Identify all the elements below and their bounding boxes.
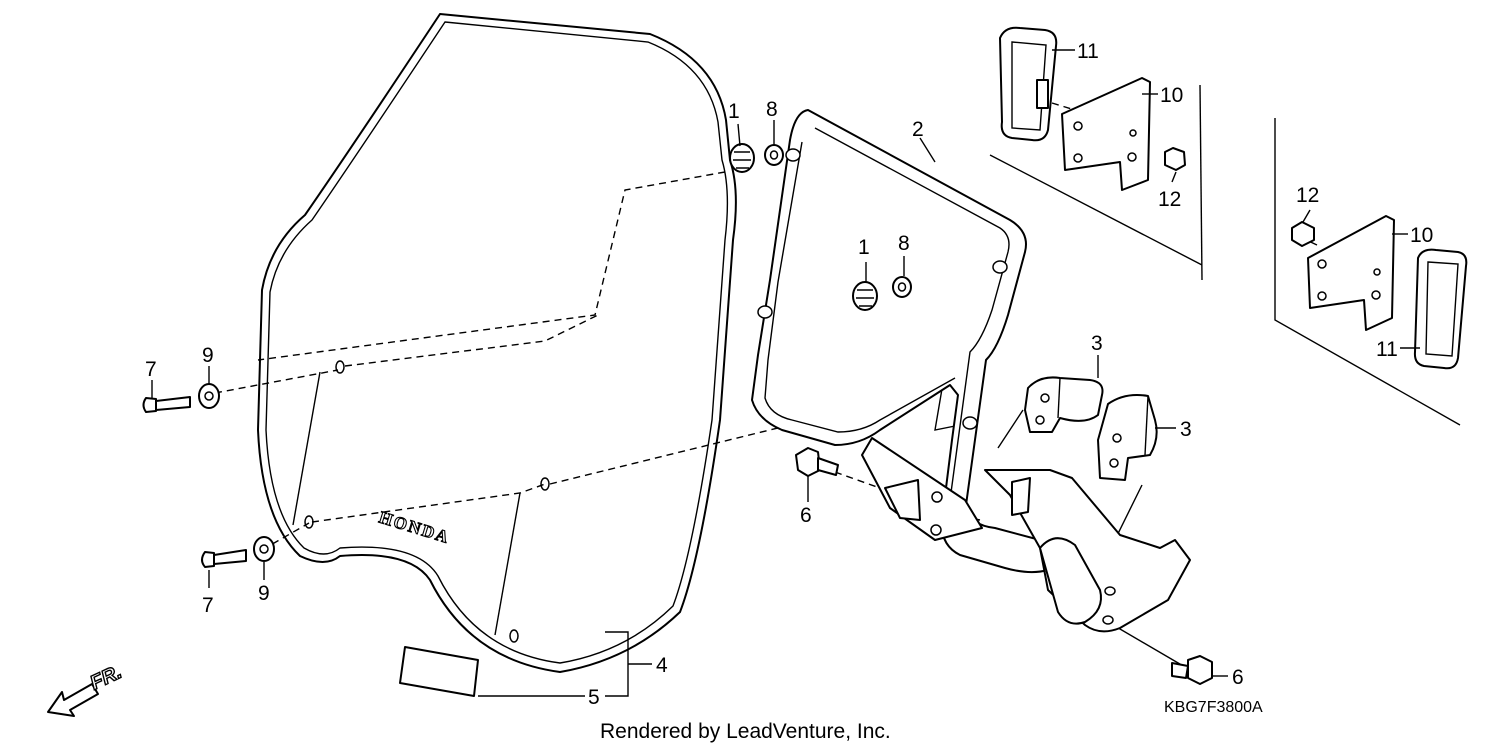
grommet-lower — [852, 281, 878, 311]
bracket-hole-2 — [930, 524, 942, 536]
front-direction-indicator: FR. — [47, 660, 126, 717]
reflector-bracket-upper-hole-1 — [1073, 121, 1083, 131]
washer-upper — [198, 383, 220, 409]
callout-8-lower: 8 — [898, 232, 910, 255]
clamp-upper-hole-2 — [1035, 415, 1045, 425]
bracket-hole-1 — [931, 491, 943, 503]
reflector-bracket-upper-hole-2 — [1129, 129, 1137, 137]
clamp-lower — [1097, 394, 1158, 481]
reflector-assembly-upper — [989, 26, 1203, 281]
warning-label — [399, 646, 479, 697]
footer-credit: Rendered by LeadVenture, Inc. — [600, 720, 891, 743]
clamp-upper — [1024, 376, 1104, 433]
reflector-bracket-lower-hole-1 — [1317, 259, 1327, 269]
screen-hole-upper-left — [335, 360, 345, 374]
callout-6-lower: 6 — [1232, 666, 1244, 689]
lower-bracket — [984, 469, 1191, 633]
callout-8-upper: 8 — [766, 98, 778, 121]
reflector-bracket-lower-hole-4 — [1317, 291, 1327, 301]
screen-hole-middle — [540, 477, 550, 491]
callout-9-lower: 9 — [258, 582, 270, 605]
screw-lower — [201, 549, 247, 568]
callout-5: 5 — [588, 686, 600, 709]
callout-6-upper: 6 — [800, 504, 812, 527]
collar-lower — [892, 276, 912, 298]
leader-lines — [151, 49, 1420, 697]
lower-bracket-hole-2 — [1102, 615, 1114, 625]
callout-12-upper: 12 — [1158, 188, 1181, 211]
collar-upper — [764, 144, 784, 166]
screen-hole-lower-left — [304, 515, 314, 529]
reflector-bracket-lower-hole-3 — [1371, 290, 1381, 300]
frame-hole-left — [757, 305, 773, 319]
mount-frame — [751, 109, 1061, 574]
frame-hole-top — [785, 148, 801, 162]
screen-hole-bottom — [509, 629, 519, 643]
reflector-bracket-upper-hole-3 — [1127, 152, 1137, 162]
frame-hole-right — [992, 260, 1008, 274]
clamp-upper-hole-1 — [1040, 393, 1050, 403]
clamp-lower-hole-1 — [1112, 433, 1122, 443]
reflector-bracket-upper-hole-4 — [1073, 153, 1083, 163]
callout-2: 2 — [912, 118, 924, 141]
grommet-upper — [729, 143, 755, 173]
washer-lower — [253, 536, 275, 562]
clamp-lower-hole-2 — [1109, 458, 1119, 468]
callout-3-upper: 3 — [1091, 332, 1103, 355]
callout-11-upper: 11 — [1077, 40, 1099, 63]
reflector-assembly-lower — [1274, 118, 1468, 426]
callout-10-upper: 10 — [1160, 84, 1183, 107]
windscreen: HONDA — [257, 13, 737, 673]
callout-11-lower: 11 — [1376, 338, 1398, 361]
callout-7-lower: 7 — [202, 594, 214, 617]
frame-hole-lower — [962, 416, 978, 430]
bolt-upper — [795, 447, 839, 477]
callout-12-lower: 12 — [1296, 184, 1319, 207]
reflector-bracket-lower-hole-2 — [1373, 268, 1381, 276]
screw-upper — [142, 396, 191, 413]
callout-1-upper: 1 — [728, 100, 740, 123]
front-arrow-icon — [47, 683, 99, 717]
lower-bracket-hole-1 — [1104, 586, 1116, 596]
callout-1-lower: 1 — [858, 236, 870, 259]
callout-10-lower: 10 — [1410, 224, 1433, 247]
callout-3-lower: 3 — [1180, 418, 1192, 441]
bolt-lower — [1171, 655, 1213, 685]
callout-9-upper: 9 — [202, 344, 214, 367]
callout-7-upper: 7 — [145, 358, 157, 381]
callout-4: 4 — [656, 654, 668, 677]
callout-numbers: 1 8 2 11 10 12 12 10 11 1 8 7 9 3 3 6 7 … — [145, 40, 1433, 709]
diagram-code: KBG7F3800A — [1164, 699, 1263, 716]
